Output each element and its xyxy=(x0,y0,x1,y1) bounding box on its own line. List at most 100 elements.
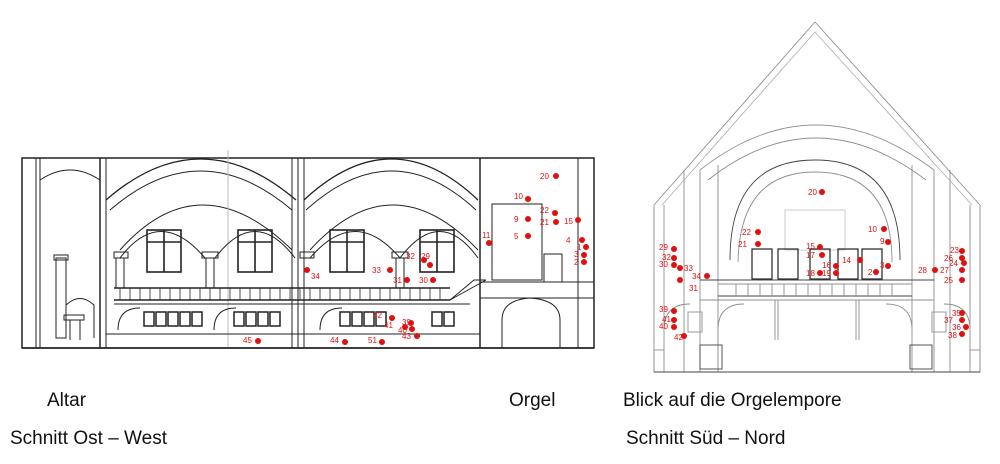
south-north-marker-label: 20 xyxy=(808,188,817,197)
south-north-point-31: 31 xyxy=(677,277,698,293)
east-west-marker-dot xyxy=(553,219,559,225)
south-north-point-39: 39 xyxy=(659,305,677,314)
caption-altar: Altar xyxy=(47,390,87,411)
south-north-marker-dot xyxy=(959,310,965,316)
east-west-marker-dot xyxy=(525,196,531,202)
south-north-marker-dot xyxy=(755,241,761,247)
south-north-marker-label: 15 xyxy=(806,242,815,251)
east-west-marker-dot xyxy=(525,216,531,222)
south-north-marker-label: 9 xyxy=(880,237,885,246)
south-north-marker-dot xyxy=(959,277,965,283)
south-north-marker-label: 38 xyxy=(948,331,957,340)
south-north-marker-dot xyxy=(704,273,710,279)
east-west-marker-dot xyxy=(414,333,420,339)
south-north-marker-label: 25 xyxy=(944,276,953,285)
south-north-marker-label: 10 xyxy=(868,225,877,234)
east-west-marker-dot xyxy=(525,233,531,239)
south-north-point-35: 35 xyxy=(952,309,965,318)
east-west-marker-dot xyxy=(553,173,559,179)
south-north-marker-label: 28 xyxy=(918,266,927,275)
south-north-marker-dot xyxy=(671,308,677,314)
east-west-point-34: 34 xyxy=(304,267,320,281)
south-north-marker-dot xyxy=(755,229,761,235)
east-west-marker-dot xyxy=(402,324,408,330)
south-north-point-18: 18 xyxy=(806,269,823,278)
south-north-point-27: 27 xyxy=(940,266,965,275)
south-north-marker-dot xyxy=(671,246,677,252)
east-west-marker-label: 30 xyxy=(419,276,428,285)
south-north-marker-label: 36 xyxy=(952,323,961,332)
south-north-marker-dot xyxy=(961,260,967,266)
east-west-marker-label: 4 xyxy=(566,236,571,245)
south-north-marker-label: 22 xyxy=(742,228,751,237)
east-west-point-51: 51 xyxy=(368,336,385,345)
east-west-marker-label: 31 xyxy=(393,276,402,285)
south-north-marker-label: 18 xyxy=(806,269,815,278)
south-north-marker-label: 23 xyxy=(950,246,959,255)
east-west-marker-dot xyxy=(387,267,393,273)
south-north-marker-label: 27 xyxy=(940,266,949,275)
east-west-marker-dot xyxy=(430,277,436,283)
south-north-marker-label: 30 xyxy=(659,260,668,269)
east-west-point-40: 40 xyxy=(398,326,415,335)
east-west-marker-dot xyxy=(409,326,415,332)
south-north-point-23: 23 xyxy=(950,246,965,255)
east-west-point-20: 20 xyxy=(540,172,559,181)
caption-section-south-north: Schnitt Süd – Nord xyxy=(626,428,786,449)
south-north-point-24: 24 xyxy=(949,259,967,268)
east-west-marker-label: 51 xyxy=(368,336,377,345)
east-west-marker-label: 40 xyxy=(398,326,407,335)
east-west-point-3: 3 xyxy=(574,250,587,259)
south-north-point-42: 42 xyxy=(674,333,687,342)
south-north-marker-dot xyxy=(681,333,687,339)
east-west-point-10: 10 xyxy=(514,192,531,202)
south-north-point-25: 25 xyxy=(944,276,965,285)
east-west-point-11: 11 xyxy=(482,231,492,246)
south-north-point-37: 37 xyxy=(944,316,965,325)
east-west-marker-dot xyxy=(304,267,310,273)
south-north-marker-label: 35 xyxy=(952,309,961,318)
south-north-marker-dot xyxy=(671,262,677,268)
south-north-marker-dot xyxy=(677,277,683,283)
south-north-marker-label: 17 xyxy=(806,251,815,260)
south-north-marker-dot xyxy=(817,270,823,276)
south-north-point-15: 15 xyxy=(806,242,823,251)
south-north-marker-dot xyxy=(671,255,677,261)
south-north-point-34: 34 xyxy=(692,272,710,281)
south-north-marker-dot xyxy=(817,244,823,250)
south-north-point-17: 17 xyxy=(806,251,825,260)
east-west-marker-label: 11 xyxy=(482,231,491,240)
south-north-marker-dot xyxy=(959,255,965,261)
east-west-point-32: 32 xyxy=(406,252,427,263)
south-north-marker-label: 39 xyxy=(659,305,668,314)
south-north-marker-dot xyxy=(885,263,891,269)
east-west-marker-label: 10 xyxy=(514,192,523,201)
south-north-point-38: 38 xyxy=(948,331,965,340)
east-west-marker-label: 1 xyxy=(577,243,582,252)
south-north-point-30: 30 xyxy=(659,260,677,269)
south-north-point-28: 28 xyxy=(918,266,938,275)
east-west-marker-label: 20 xyxy=(540,172,549,181)
south-north-marker-dot xyxy=(959,317,965,323)
east-west-marker-label: 3 xyxy=(574,250,579,259)
south-north-marker-dot xyxy=(677,265,683,271)
south-north-marker-label: 37 xyxy=(944,316,953,325)
south-north-point-9: 9 xyxy=(880,237,891,246)
east-west-point-39: 39 xyxy=(402,318,414,327)
south-north-point-41: 41 xyxy=(662,315,677,324)
east-west-marker-label: 43 xyxy=(402,332,411,341)
east-west-marker-dot xyxy=(379,339,385,345)
east-west-marker-dot xyxy=(408,320,414,326)
east-west-marker-label: 22 xyxy=(540,206,549,215)
south-north-marker-label: 21 xyxy=(738,240,747,249)
east-west-marker-label: 39 xyxy=(402,318,411,327)
south-north-point-19: 19 xyxy=(822,269,839,278)
south-north-marker-dot xyxy=(819,252,825,258)
east-west-marker-label: 33 xyxy=(372,266,381,275)
south-north-marker-label: 40 xyxy=(659,322,668,331)
east-west-point-4: 4 xyxy=(566,236,585,245)
east-west-marker-dot xyxy=(486,240,492,246)
